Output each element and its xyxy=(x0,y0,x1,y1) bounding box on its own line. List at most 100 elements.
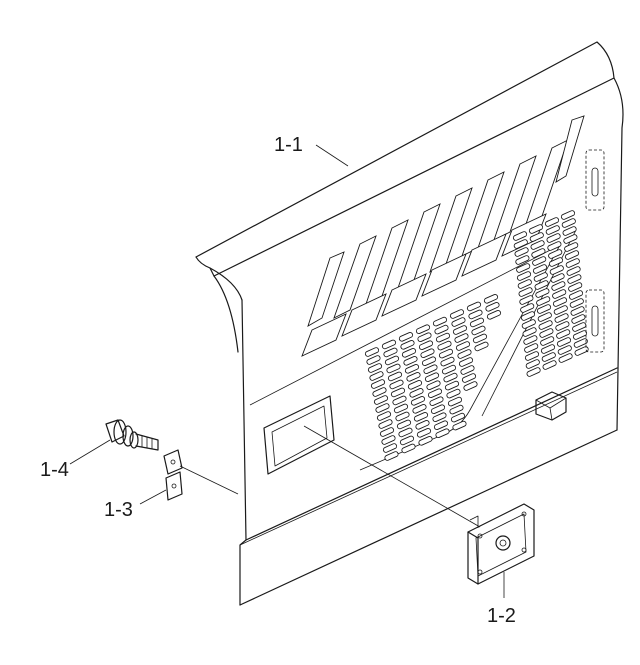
vent-slot xyxy=(399,435,415,446)
hinge-brackets xyxy=(585,149,605,353)
vent-slot xyxy=(461,373,477,383)
vent-slot xyxy=(557,345,572,355)
vent-slot xyxy=(516,271,532,281)
vent-slot xyxy=(452,325,468,335)
vent-slot xyxy=(426,380,441,390)
vent-slot xyxy=(389,379,404,390)
vent-slot xyxy=(537,312,552,322)
vent-slot xyxy=(574,346,589,356)
vent-slot xyxy=(421,356,437,366)
vent-slot xyxy=(555,321,570,331)
vent-slot xyxy=(429,396,444,406)
vent-slot xyxy=(435,332,451,343)
vent-slot xyxy=(571,314,586,324)
vent-slot xyxy=(569,298,584,308)
vent-slot xyxy=(392,395,407,406)
vent-slot xyxy=(443,372,458,383)
vent-slot xyxy=(513,239,528,249)
vent-slot xyxy=(486,310,502,320)
vent-slot xyxy=(370,379,386,389)
vent-slot xyxy=(524,343,539,353)
vent-slot xyxy=(441,364,457,375)
vent-slot xyxy=(382,443,398,453)
vent-slot xyxy=(444,380,460,391)
vent-slot xyxy=(434,324,449,335)
vent-slot xyxy=(529,232,544,242)
vent-slot xyxy=(447,396,463,407)
vent-slot xyxy=(539,328,554,338)
vent-slot xyxy=(523,335,538,345)
vent-slot xyxy=(454,333,469,343)
vent-slot xyxy=(541,352,556,362)
vent-slot xyxy=(457,349,472,359)
vent-slot xyxy=(524,351,540,361)
vent-slot xyxy=(520,303,535,313)
vent-slot xyxy=(446,388,461,399)
vent-slot xyxy=(566,266,581,276)
vent-slot xyxy=(420,348,435,358)
vent-slot xyxy=(396,419,412,430)
callout-1-4: 1-4 xyxy=(40,459,69,481)
vent-slot xyxy=(415,420,430,430)
latch-recess xyxy=(263,395,335,475)
vent-slot xyxy=(552,297,568,307)
vent-slot xyxy=(519,295,534,305)
vent-slot xyxy=(432,316,448,327)
vent-slot xyxy=(468,309,483,320)
vent-slot xyxy=(424,372,440,382)
vent-slot xyxy=(521,319,536,329)
vent-slot xyxy=(483,294,499,304)
panel-clip xyxy=(535,391,567,421)
vent-slot xyxy=(398,427,413,438)
vent-slot xyxy=(381,435,396,445)
vent-slot xyxy=(450,412,466,423)
vent-slot xyxy=(532,256,547,266)
vent-slot xyxy=(512,231,528,241)
vent-slot xyxy=(546,233,561,243)
vent-slot xyxy=(418,436,433,446)
vent-slot xyxy=(469,317,485,328)
vent-slot xyxy=(449,404,464,415)
vent-slot xyxy=(542,360,557,370)
vent-slot xyxy=(538,320,553,330)
vent-slot xyxy=(406,372,421,382)
vent-slot xyxy=(535,288,550,298)
vent-slot xyxy=(572,322,587,332)
vent-slot xyxy=(531,248,546,258)
vent-slot xyxy=(364,347,380,357)
leader-1-1 xyxy=(315,144,349,167)
vent-slot xyxy=(560,210,576,220)
vent-slot xyxy=(466,301,482,312)
vent-slot xyxy=(530,240,545,250)
vent-slot xyxy=(413,412,429,422)
latch-assembly xyxy=(467,503,535,585)
vent-slot xyxy=(518,287,533,297)
vent-slot xyxy=(474,341,489,352)
vent-slot xyxy=(437,340,452,351)
vent-slot xyxy=(412,404,427,414)
vent-slot xyxy=(393,403,409,414)
vent-slot xyxy=(375,403,390,413)
vent-slot xyxy=(570,306,585,316)
vent-slot xyxy=(548,257,564,267)
vent-slot xyxy=(522,327,537,337)
vent-slot xyxy=(563,234,578,244)
upper-louvre-grille xyxy=(307,115,585,327)
vent-slot xyxy=(367,363,383,373)
vent-slot xyxy=(532,264,548,274)
vent-slot xyxy=(390,387,406,398)
vent-slot xyxy=(536,296,551,306)
vent-slot xyxy=(472,333,488,344)
vent-slot xyxy=(372,387,387,397)
vent-slot xyxy=(455,341,471,351)
vent-slot xyxy=(403,356,418,366)
vent-slot xyxy=(556,329,571,339)
vent-slot xyxy=(516,263,531,273)
vent-slot xyxy=(517,279,532,289)
vent-slot xyxy=(423,364,438,374)
vent-slot xyxy=(404,364,420,374)
vent-slot xyxy=(417,332,432,342)
vent-slot xyxy=(416,428,432,438)
